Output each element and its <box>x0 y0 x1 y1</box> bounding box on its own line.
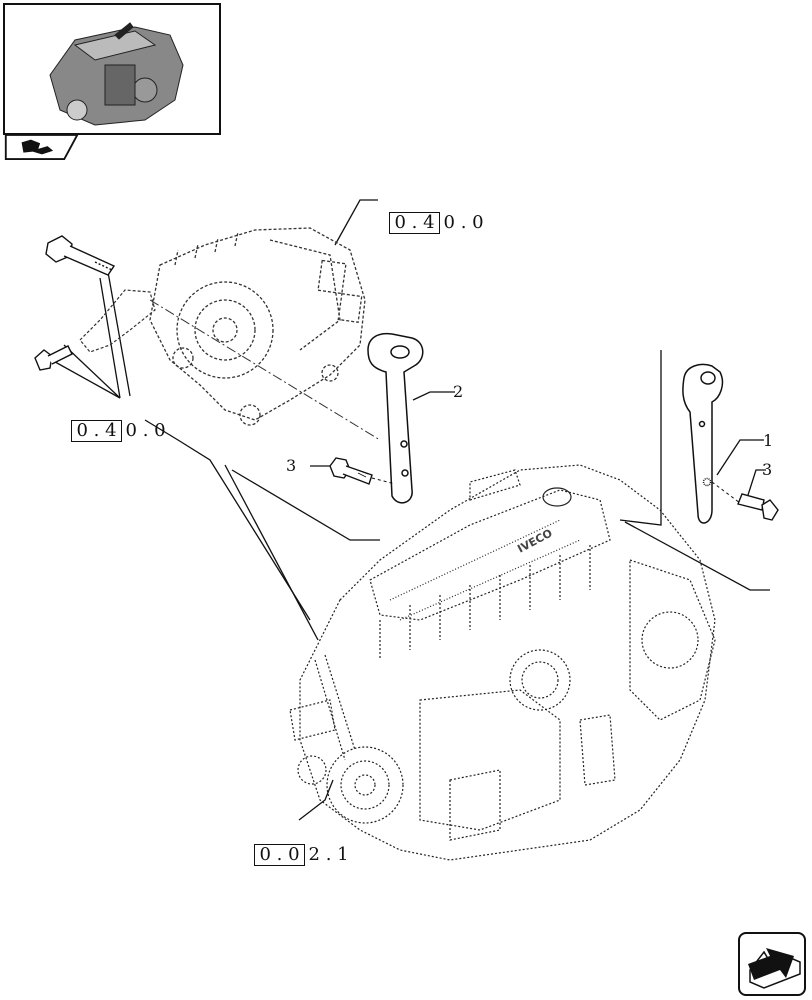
callout-screw-right: 3 <box>762 460 773 479</box>
ref-belt-boxed: 0 . 4 <box>71 420 122 442</box>
ref-alternator-boxed: 0 . 4 <box>389 212 440 234</box>
callout-bracket-right: 1 <box>763 431 774 450</box>
engine-thumbnail[interactable] <box>3 3 221 135</box>
lifting-bracket-1 <box>682 363 724 524</box>
engine-drawing <box>289 464 716 861</box>
engine-brand-mark: IVECO <box>515 527 554 556</box>
book-page-icon <box>21 139 54 155</box>
long-bolt <box>45 235 116 276</box>
ref-belt-rest: 0 . 0 <box>125 420 166 441</box>
ref-engine-rest: 2 . 1 <box>308 844 349 865</box>
screw-3-right <box>711 481 779 521</box>
ref-engine-boxed: 0 . 0 <box>254 844 305 866</box>
engine-thumbnail-icon <box>49 22 184 126</box>
section-tab[interactable] <box>3 134 81 160</box>
next-page-button[interactable] <box>738 932 806 996</box>
callout-bracket-left: 2 <box>453 382 464 401</box>
lifting-bracket-2 <box>367 332 424 504</box>
ref-alternator-rest: 0 . 0 <box>443 212 484 233</box>
callout-screw-left: 3 <box>286 456 297 475</box>
alternator-phantom <box>149 227 366 426</box>
screw-3-left <box>329 457 396 485</box>
short-bolt <box>34 345 73 371</box>
next-page-arrow-icon <box>748 948 801 989</box>
